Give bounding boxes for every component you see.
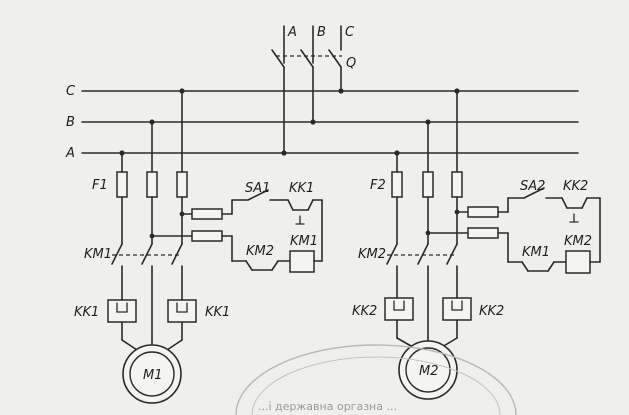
bus-bars	[81, 90, 579, 154]
control-fuse-1-top	[191, 208, 223, 220]
coil-km2	[565, 250, 591, 274]
fuse-label-f1: F1	[92, 178, 108, 193]
stamp-seal	[235, 344, 517, 415]
circuit-1-power	[107, 90, 197, 355]
coil-km1	[289, 250, 315, 273]
relay-label-kk1-left: KK1	[74, 305, 99, 320]
circuit-2-power	[384, 90, 472, 351]
bus-label-b: B	[66, 115, 75, 130]
contactor-label-km1: KM1	[84, 247, 112, 262]
control-fuse-1-bottom	[191, 230, 223, 242]
relay-kk1-right	[167, 299, 197, 323]
ctrl-label-kk2: KK2	[563, 179, 588, 194]
fuse-f1-1	[116, 171, 128, 198]
motor-label-m2: M2	[419, 364, 439, 379]
switch-label-sa1: SA1	[245, 181, 270, 196]
coil-label-km1: KM1	[290, 234, 318, 249]
switch-label-sa2: SA2	[520, 179, 545, 194]
fuse-f1-3	[176, 171, 188, 198]
supply-label-c: C	[345, 25, 355, 40]
relay-kk1-left	[107, 299, 137, 323]
bus-label-c: C	[66, 84, 76, 99]
relay-kk2-left	[384, 297, 414, 321]
fuse-label-f2: F2	[370, 178, 386, 193]
supply-label-b: B	[317, 25, 326, 40]
fuse-f2-2	[422, 171, 434, 198]
relay-kk2-right	[442, 297, 472, 321]
relay-label-kk2-right: KK2	[479, 304, 504, 319]
coil-label-km2: KM2	[564, 234, 592, 249]
contactor-label-km2: KM2	[358, 247, 386, 262]
fuse-f2-3	[451, 171, 463, 198]
control-fuse-2-top	[467, 206, 499, 218]
ctrl-label-kk1: KK1	[289, 181, 314, 196]
fuse-f2-1	[391, 171, 403, 198]
circuit-1-control	[149, 189, 323, 273]
switch-label-q: Q	[346, 56, 356, 71]
bus-label-a: A	[65, 146, 75, 161]
stamp-text: ...і державна оргазна ...	[258, 400, 397, 413]
motor-label-m1: M1	[143, 368, 163, 383]
circuit-2-control	[425, 187, 601, 274]
control-fuse-2-bottom	[467, 227, 499, 239]
relay-label-kk1-right: KK1	[205, 305, 230, 320]
main-switch-q	[271, 25, 342, 154]
supply-label-a: A	[287, 25, 297, 40]
fuse-f1-2	[146, 171, 158, 198]
relay-label-kk2-left: KK2	[352, 304, 377, 319]
motor-m2	[398, 340, 458, 400]
ctrl-label-km1: KM1	[522, 245, 550, 260]
motor-m1	[122, 344, 182, 404]
ctrl-label-km2: KM2	[246, 244, 274, 259]
